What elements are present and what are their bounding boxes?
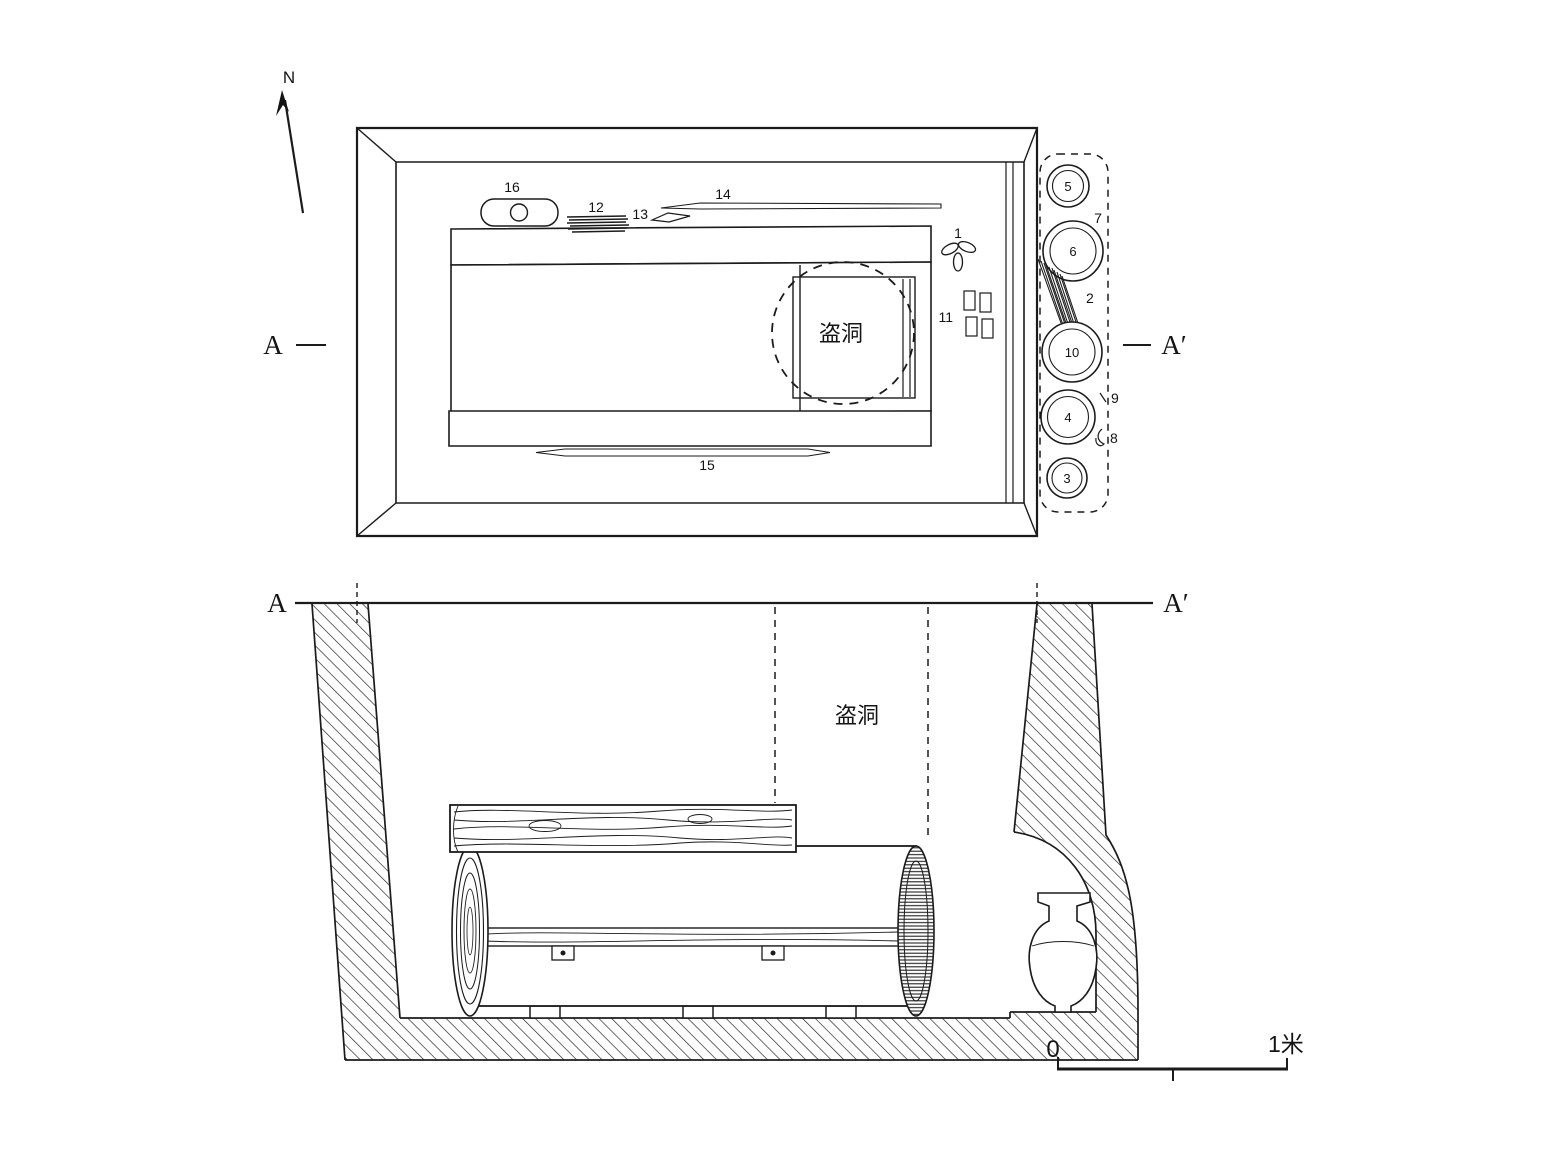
- artifact-1: 1: [941, 225, 977, 272]
- cover-plank-grain: [453, 805, 793, 853]
- artifact-label-7: 7: [1094, 210, 1102, 226]
- artifact-label-16: 16: [504, 179, 520, 195]
- north-arrow: N: [276, 68, 305, 214]
- section-cut-markers-plan: A A′: [263, 330, 1186, 360]
- artifact-15-rod: [535, 448, 831, 457]
- artifact-1-shape: [941, 240, 977, 272]
- artifact-12-slips: [566, 215, 630, 233]
- artifact-11-plaques: [963, 290, 994, 339]
- niche-jar: [1028, 892, 1098, 1013]
- chamber-bottom-rail: [448, 410, 932, 447]
- left-wall-and-floor-hatch: [312, 604, 1138, 1060]
- north-arrow-shaft: [283, 99, 305, 214]
- section-plane-ticks: [356, 583, 1038, 623]
- pit-corner-bevels: [356, 127, 1038, 537]
- coffin-board: [481, 927, 903, 947]
- artifact-11: 11: [938, 290, 994, 339]
- artifact-label-11: 11: [938, 309, 953, 325]
- pit-east-wall-lines: [1005, 162, 1014, 503]
- cut-label-left-section: A: [267, 588, 287, 618]
- chamber-top-rail: [450, 225, 932, 266]
- vessel-ledge: 5 7 6 2: [1037, 153, 1119, 513]
- plan-view: 盗洞 16 12 13 14: [263, 126, 1187, 538]
- artifact-label-9: 9: [1111, 390, 1119, 406]
- artifact-16-hole: [509, 203, 529, 222]
- niche-vessel: [1028, 892, 1098, 1013]
- artifact-9-mark: [1099, 392, 1107, 403]
- coffin-right-cap: [897, 845, 935, 1017]
- vessel-5: 5: [1046, 164, 1090, 208]
- vessel-boundary: [1039, 153, 1109, 513]
- robber-hole-label-section: 盗洞: [835, 703, 879, 728]
- artifact-13: 13: [632, 206, 691, 223]
- artifact-label-2: 2: [1086, 290, 1094, 306]
- vessel-10: 10: [1041, 321, 1103, 383]
- coffin-section: [449, 804, 935, 1019]
- artifact-13-shape: [649, 212, 691, 223]
- vessel-label-4: 4: [1064, 410, 1071, 425]
- chamber-plan: [448, 225, 932, 447]
- vessel-3: 3: [1046, 457, 1088, 499]
- cut-label-right-plan: A′: [1161, 330, 1186, 360]
- coffin-board-grain: [485, 931, 899, 943]
- artifact-14: 14: [660, 186, 942, 210]
- cut-label-left-plan: A: [263, 330, 283, 360]
- robber-hole-section: 盗洞: [774, 607, 929, 841]
- section-view: A A′ 盗洞: [267, 583, 1304, 1081]
- coffin-left-cap: [451, 845, 489, 1017]
- vessel-label-5: 5: [1064, 179, 1071, 194]
- robber-hole-circle: [771, 261, 915, 405]
- artifact-15: 15: [535, 448, 831, 473]
- artifact-label-1: 1: [954, 225, 962, 241]
- disturbed-area: [792, 276, 916, 399]
- coffin-cover-plank: [449, 804, 797, 853]
- artifact-label-15: 15: [699, 457, 715, 473]
- artifact-label-13: 13: [632, 206, 648, 222]
- niche-jar-ridge: [1031, 941, 1095, 947]
- board-support-blocks: [551, 945, 785, 961]
- scale-bar: 0 1米: [1046, 1031, 1304, 1081]
- artifact-label-8: 8: [1110, 430, 1118, 446]
- scale-unit-label: 1米: [1268, 1031, 1304, 1057]
- artifact-16: 16: [480, 179, 559, 227]
- coffin-end-board-plan: [902, 279, 911, 397]
- artifact-12: 12: [566, 199, 630, 233]
- vessel-label-10: 10: [1065, 345, 1079, 360]
- scale-zero-label: 0: [1046, 1036, 1059, 1063]
- vessel-4: 4: [1040, 389, 1096, 445]
- vessel-label-3: 3: [1063, 471, 1070, 486]
- coffin-body: [469, 845, 917, 1007]
- artifact-14-rod: [660, 202, 942, 210]
- cut-label-right-section: A′: [1163, 588, 1188, 618]
- vessel-6: 6: [1042, 220, 1104, 282]
- north-arrow-head: [276, 90, 289, 116]
- artifact-label-12: 12: [588, 199, 604, 215]
- vessel-label-6: 6: [1069, 244, 1076, 259]
- cover-plank-outline: [449, 804, 797, 853]
- artifact-8-mark: [1095, 428, 1106, 447]
- artifact-label-14: 14: [715, 186, 731, 202]
- north-label: N: [283, 68, 295, 87]
- right-wall-hatch: [1010, 604, 1138, 1012]
- robber-hole-label-plan: 盗洞: [819, 321, 863, 346]
- robber-hole-plan: 盗洞: [771, 261, 915, 405]
